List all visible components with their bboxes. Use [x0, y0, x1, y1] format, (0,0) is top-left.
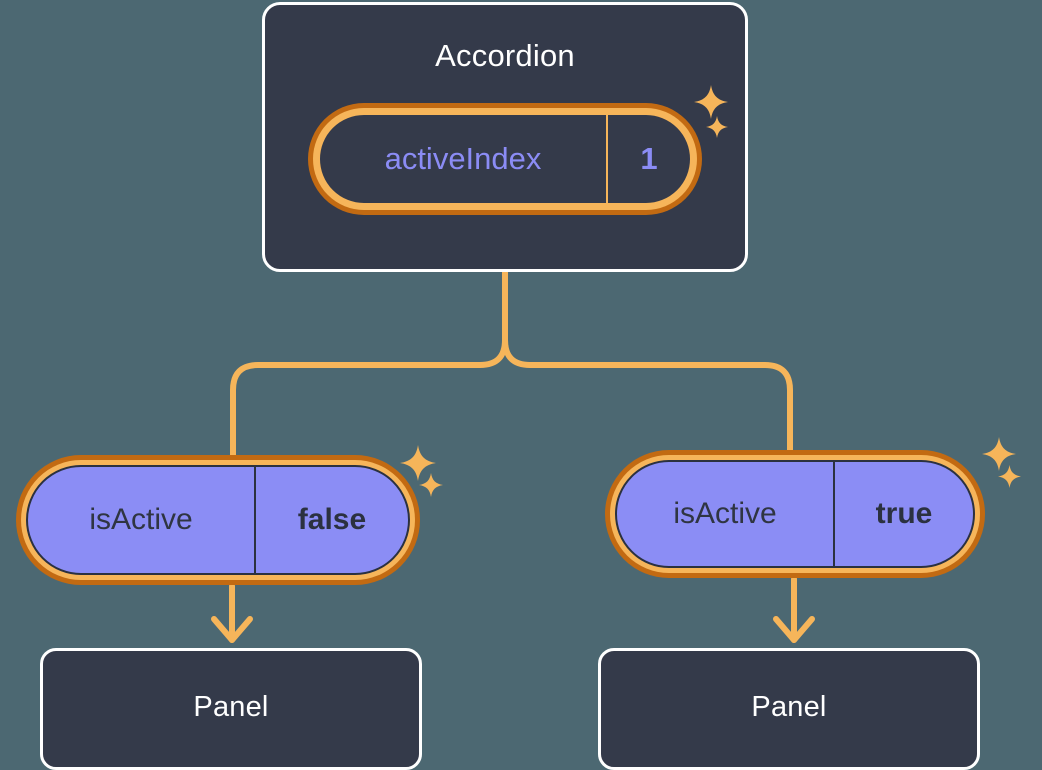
state-pill-activeindex[interactable]: activeIndex 1	[308, 103, 702, 215]
panel-component-card-left[interactable]: Panel	[40, 648, 422, 770]
state-key-isactive-left: isActive	[89, 503, 193, 536]
panel-component-card-right[interactable]: Panel	[598, 648, 980, 770]
pill-body: isActive true	[615, 460, 975, 568]
sparkle-star-icon	[400, 445, 436, 481]
connector-branch-right	[502, 337, 793, 458]
sparkle-star-icon	[419, 473, 443, 497]
state-value-isactive-right: true	[833, 462, 973, 566]
state-value-isactive-left: false	[254, 467, 408, 573]
pill-body: activeIndex 1	[318, 113, 692, 205]
connector-branch-left	[230, 337, 508, 461]
state-pill-isactive-true[interactable]: isActive true	[605, 450, 985, 578]
state-key-isactive-right: isActive	[673, 497, 777, 530]
pill-ring: isActive false	[21, 460, 415, 580]
pill-ring: isActive true	[610, 455, 980, 573]
pill-ring: activeIndex 1	[313, 108, 697, 210]
panel-title-left: Panel	[193, 691, 269, 723]
sparkle-star-icon	[982, 437, 1016, 471]
state-pill-isactive-false[interactable]: isActive false	[16, 455, 420, 585]
panel-title-right: Panel	[751, 691, 827, 723]
sparkle-star-icon	[998, 465, 1021, 488]
arrowhead-right	[773, 616, 815, 643]
pill-body: isActive false	[26, 465, 410, 575]
arrowhead-left	[211, 616, 253, 643]
accordion-title: Accordion	[435, 38, 575, 73]
state-key-activeindex: activeIndex	[320, 115, 608, 203]
state-value-activeindex: 1	[640, 141, 658, 176]
